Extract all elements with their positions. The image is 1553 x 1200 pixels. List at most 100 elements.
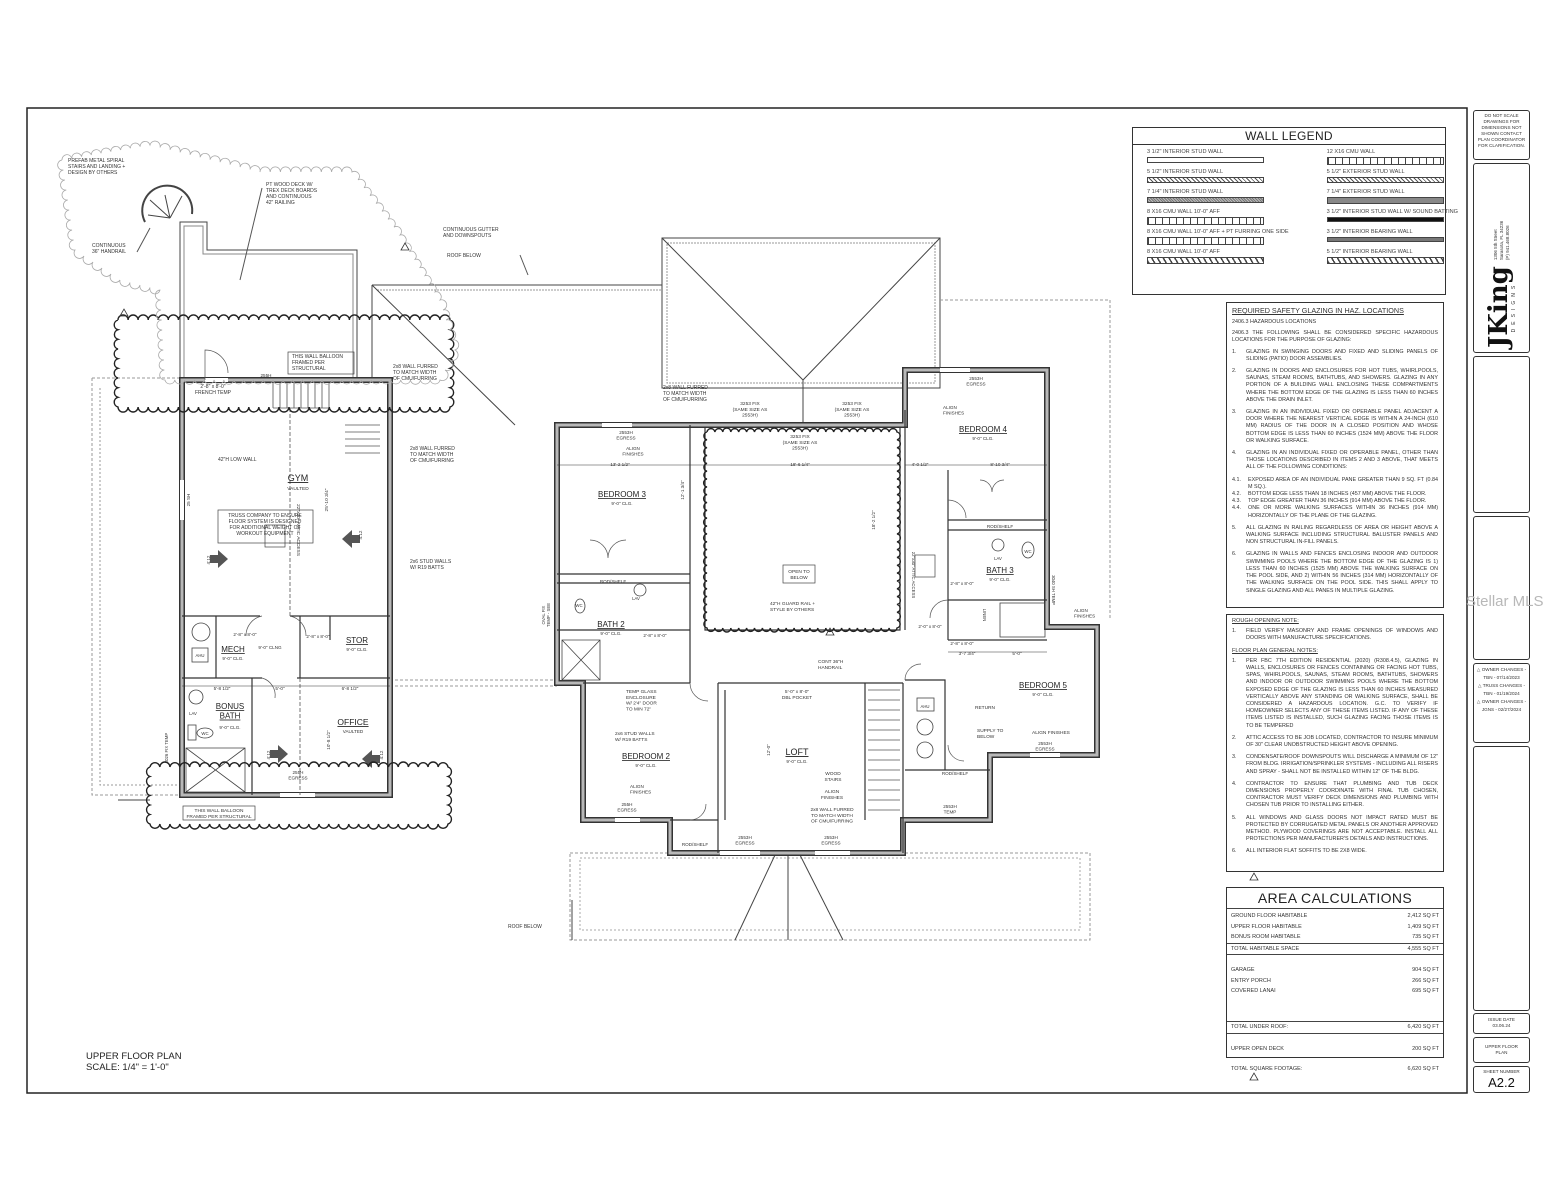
note-number: 4. <box>1232 780 1237 787</box>
drawing-scale: SCALE: 1/4" = 1'-0" <box>86 1062 169 1073</box>
logo-subtitle: DESIGNS <box>1510 281 1517 333</box>
label-line: RETURN <box>975 705 996 711</box>
revision-entry: △ OWNER CHANGES -TBN - 07/14/2023 <box>1474 666 1529 682</box>
label-line: 18'-2 1/2" <box>871 510 876 530</box>
slope-arrows <box>210 530 380 768</box>
note-item: 4.3.TOP EDGE GREATER THAN 36 INCHES (914… <box>1232 498 1438 505</box>
note-text: GLAZING IN SWINGING DOORS AND FIXED AND … <box>1246 348 1438 362</box>
label-loft-sub: 9'-0" CLG. <box>786 759 807 764</box>
note-text: GLAZING IN WALLS AND FENCES ENCLOSING IN… <box>1246 551 1438 594</box>
area-value: 735 SQ FT <box>1412 934 1439 940</box>
label-dim-b: 5'-0" <box>275 686 285 691</box>
label-line: EGRESS <box>616 436 635 441</box>
note-text: BOTTOM EDGE LESS THAN 18 INCHES (457 MM)… <box>1248 491 1427 498</box>
note-text: GLAZING IN AN INDIVIDUAL FIXED OR OPERAB… <box>1246 450 1438 471</box>
label-line: 4:12 <box>266 750 271 759</box>
general-notes: ROUGH OPENING NOTE: 1.FIELD VERIFY MASON… <box>1226 614 1444 872</box>
firm-address: 1306 5th Street Sarasota, FL 34236 (P) 9… <box>1492 220 1510 261</box>
label-loft: LOFT <box>785 747 809 757</box>
label-rod-b4: ROD/SHELF <box>987 524 1013 529</box>
label-roof-below-top: ROOF BELOW <box>447 253 481 259</box>
drawing-title-block: UPPER FLOOR PLAN SCALE: 1/4" = 1'-0" <box>86 1051 182 1073</box>
note-number: 4. <box>1232 450 1237 457</box>
label-line: CONTINUOUS GUTTER <box>443 227 499 233</box>
label-slope-2: 4:12 <box>358 530 363 539</box>
label-line: ENCLOSURE <box>626 695 656 701</box>
label-line: WC <box>201 731 208 736</box>
label-line: FINISHES <box>943 411 964 416</box>
note-number: 4.2. <box>1232 491 1241 498</box>
wall-legend-item: 8 x16 CMU WALL 10'-0" AFF + PT FURRING O… <box>1147 229 1289 247</box>
wall-type-swatch <box>1326 197 1444 204</box>
label-line: 255H <box>261 373 272 378</box>
label-lav-b3: LAV <box>994 556 1002 561</box>
note-item: 3.GLAZING IN AN INDIVIDUAL FIXED OR OPER… <box>1232 409 1438 445</box>
label-dim-b3-h: 12'-1 3/4" <box>680 480 685 500</box>
label-line: 3253 FIX <box>842 401 862 407</box>
label-line: FRAMED PER <box>292 360 325 366</box>
label-return: RETURN <box>975 705 996 711</box>
note-number: 4.1. <box>1232 476 1241 483</box>
label-line: 9'-0" CLG. <box>219 725 240 730</box>
label-line: 2'-8" x 8'-0" <box>950 581 974 586</box>
label-mech: MECH <box>221 645 245 654</box>
label-linen: LINEN <box>982 609 987 622</box>
wall-type-swatch <box>1147 217 1264 225</box>
label-fix-temp-left: 2026 FIX TEMP <box>164 733 169 764</box>
label-dbl-pocket: 5'-0" x 8'-0"DBL POCKET <box>782 689 812 701</box>
revision-title: TRUSS CHANGES - <box>1482 683 1526 688</box>
label-line: TRUSS COMPANY TO ENSURE <box>228 513 302 519</box>
wall-legend-label: 3 1/2" INTERIOR BEARING WALL <box>1326 229 1413 235</box>
revision-by: TBN - 07/14/2023 <box>1483 675 1520 680</box>
revision-title: OWNER CHANGES - <box>1481 699 1527 704</box>
note-text: FIELD VERIFY MASONRY AND FRAME OPENINGS … <box>1246 628 1438 642</box>
sheet-number-box: SHEET NUMBER A2.2 <box>1473 1066 1530 1093</box>
label-dim-b3-w: 13'-2 1/2" <box>610 462 630 467</box>
label-line: 9'-0" CLNG <box>258 645 282 650</box>
safety-glazing-notes: REQUIRED SAFETY GLAZING IN HAZ. LOCATION… <box>1226 302 1444 608</box>
label-dim-open-w: 18'-6 1/4" <box>790 462 810 467</box>
label-line: 2'-8" x 8'-0" <box>200 384 225 390</box>
label-line: 9'-0" CLG. <box>786 759 807 764</box>
logo-wordmark: JKing <box>1483 266 1514 348</box>
upper-deck <box>136 184 358 380</box>
label-line: LAV <box>189 711 197 716</box>
label-lav-b2: LAV <box>632 596 640 601</box>
revision-triangle-icon <box>119 308 129 317</box>
label-mech-sub: 9'-0" CLG. <box>222 656 243 661</box>
label-line: PT WOOD DECK W/ <box>266 182 313 188</box>
label-line: 2553H <box>1038 741 1052 746</box>
label-line: TEMP - SEE <box>546 603 551 627</box>
label-line: 9'-0" CLG. <box>989 577 1010 582</box>
label-bedroom2-sub: 9'-0" CLG. <box>635 763 656 768</box>
label-cl-hall: 9'-0" CLNG <box>258 645 282 650</box>
label-line: OFFICE <box>337 717 368 727</box>
label-line: 42" RAILING <box>266 200 295 206</box>
label-line: 9'-0" CLG. <box>222 656 243 661</box>
label-line: FINISHES <box>630 790 651 795</box>
label-slope-4: 4:12 <box>379 750 384 759</box>
wall-type-swatch <box>1147 157 1264 163</box>
label-line: BEDROOM 4 <box>959 425 1008 434</box>
label-oval-fix: OVAL FIXTEMP - SEE <box>541 603 551 627</box>
label-line: ROOF BELOW <box>508 924 542 930</box>
label-line: 9'-0" CLG. <box>346 647 367 652</box>
label-line: 5'-0" x 8'-0" <box>785 689 809 695</box>
label-door-mech: 2'-8" x 8'-0" <box>233 632 257 637</box>
label-line: 2'-8" x 8'-0" <box>233 632 257 637</box>
label-line: 9'-0" CLG. <box>972 436 993 441</box>
label-line: 42"H GUARD RAIL + <box>770 601 815 607</box>
